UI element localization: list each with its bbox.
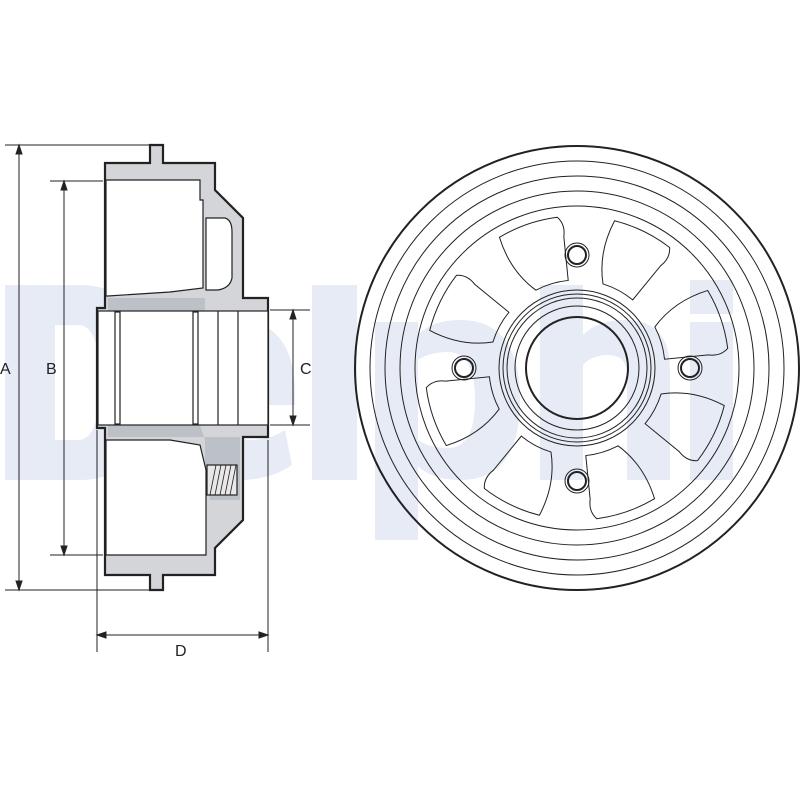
side-section-view <box>95 143 270 592</box>
drum-ring <box>414 205 740 531</box>
dimension-c-label: C <box>300 361 312 378</box>
hub-ring <box>514 305 640 431</box>
bolt-holes <box>451 242 703 494</box>
top-cavity <box>105 179 204 297</box>
snap-ring <box>192 311 199 425</box>
hub-ring <box>506 297 648 439</box>
bolt-hole <box>567 245 587 265</box>
bolt-hole <box>454 358 474 378</box>
bottom-cavity <box>105 439 207 556</box>
top-pocket <box>205 217 233 291</box>
drum-ring <box>399 190 755 546</box>
spoke-pocket <box>425 376 500 447</box>
bolt-hole <box>680 358 700 378</box>
spoke-pockets <box>425 216 729 520</box>
spoke-pocket <box>654 289 729 360</box>
threaded-hole <box>206 464 238 496</box>
hub-dark-section <box>108 298 240 500</box>
bolt-hole <box>677 355 703 381</box>
bolt-hole <box>564 468 590 494</box>
bolt-hole <box>567 471 587 491</box>
dimension-b-label: B <box>46 361 57 378</box>
spoke-pocket <box>483 435 553 516</box>
front-view <box>354 145 800 591</box>
thread-lines <box>209 464 237 496</box>
spoke-pocket <box>429 274 510 344</box>
drum-ring <box>369 160 785 576</box>
bolt-hole <box>564 242 590 268</box>
dimension-d-label: D <box>175 643 187 660</box>
spoke-pocket <box>644 392 725 462</box>
bore <box>97 310 269 426</box>
center-bore <box>525 316 629 420</box>
drum-outer-rim <box>354 145 800 591</box>
dimension-a-label: A <box>0 361 11 378</box>
spoke-pocket <box>585 445 656 520</box>
bolt-hole <box>451 355 477 381</box>
spoke-pocket <box>498 216 569 291</box>
drum-ring <box>384 175 770 561</box>
dimension-lines <box>5 143 310 652</box>
hub-ring <box>498 289 656 447</box>
spoke-pocket <box>601 220 671 301</box>
hub-ring <box>502 293 652 443</box>
snap-ring <box>114 311 121 425</box>
